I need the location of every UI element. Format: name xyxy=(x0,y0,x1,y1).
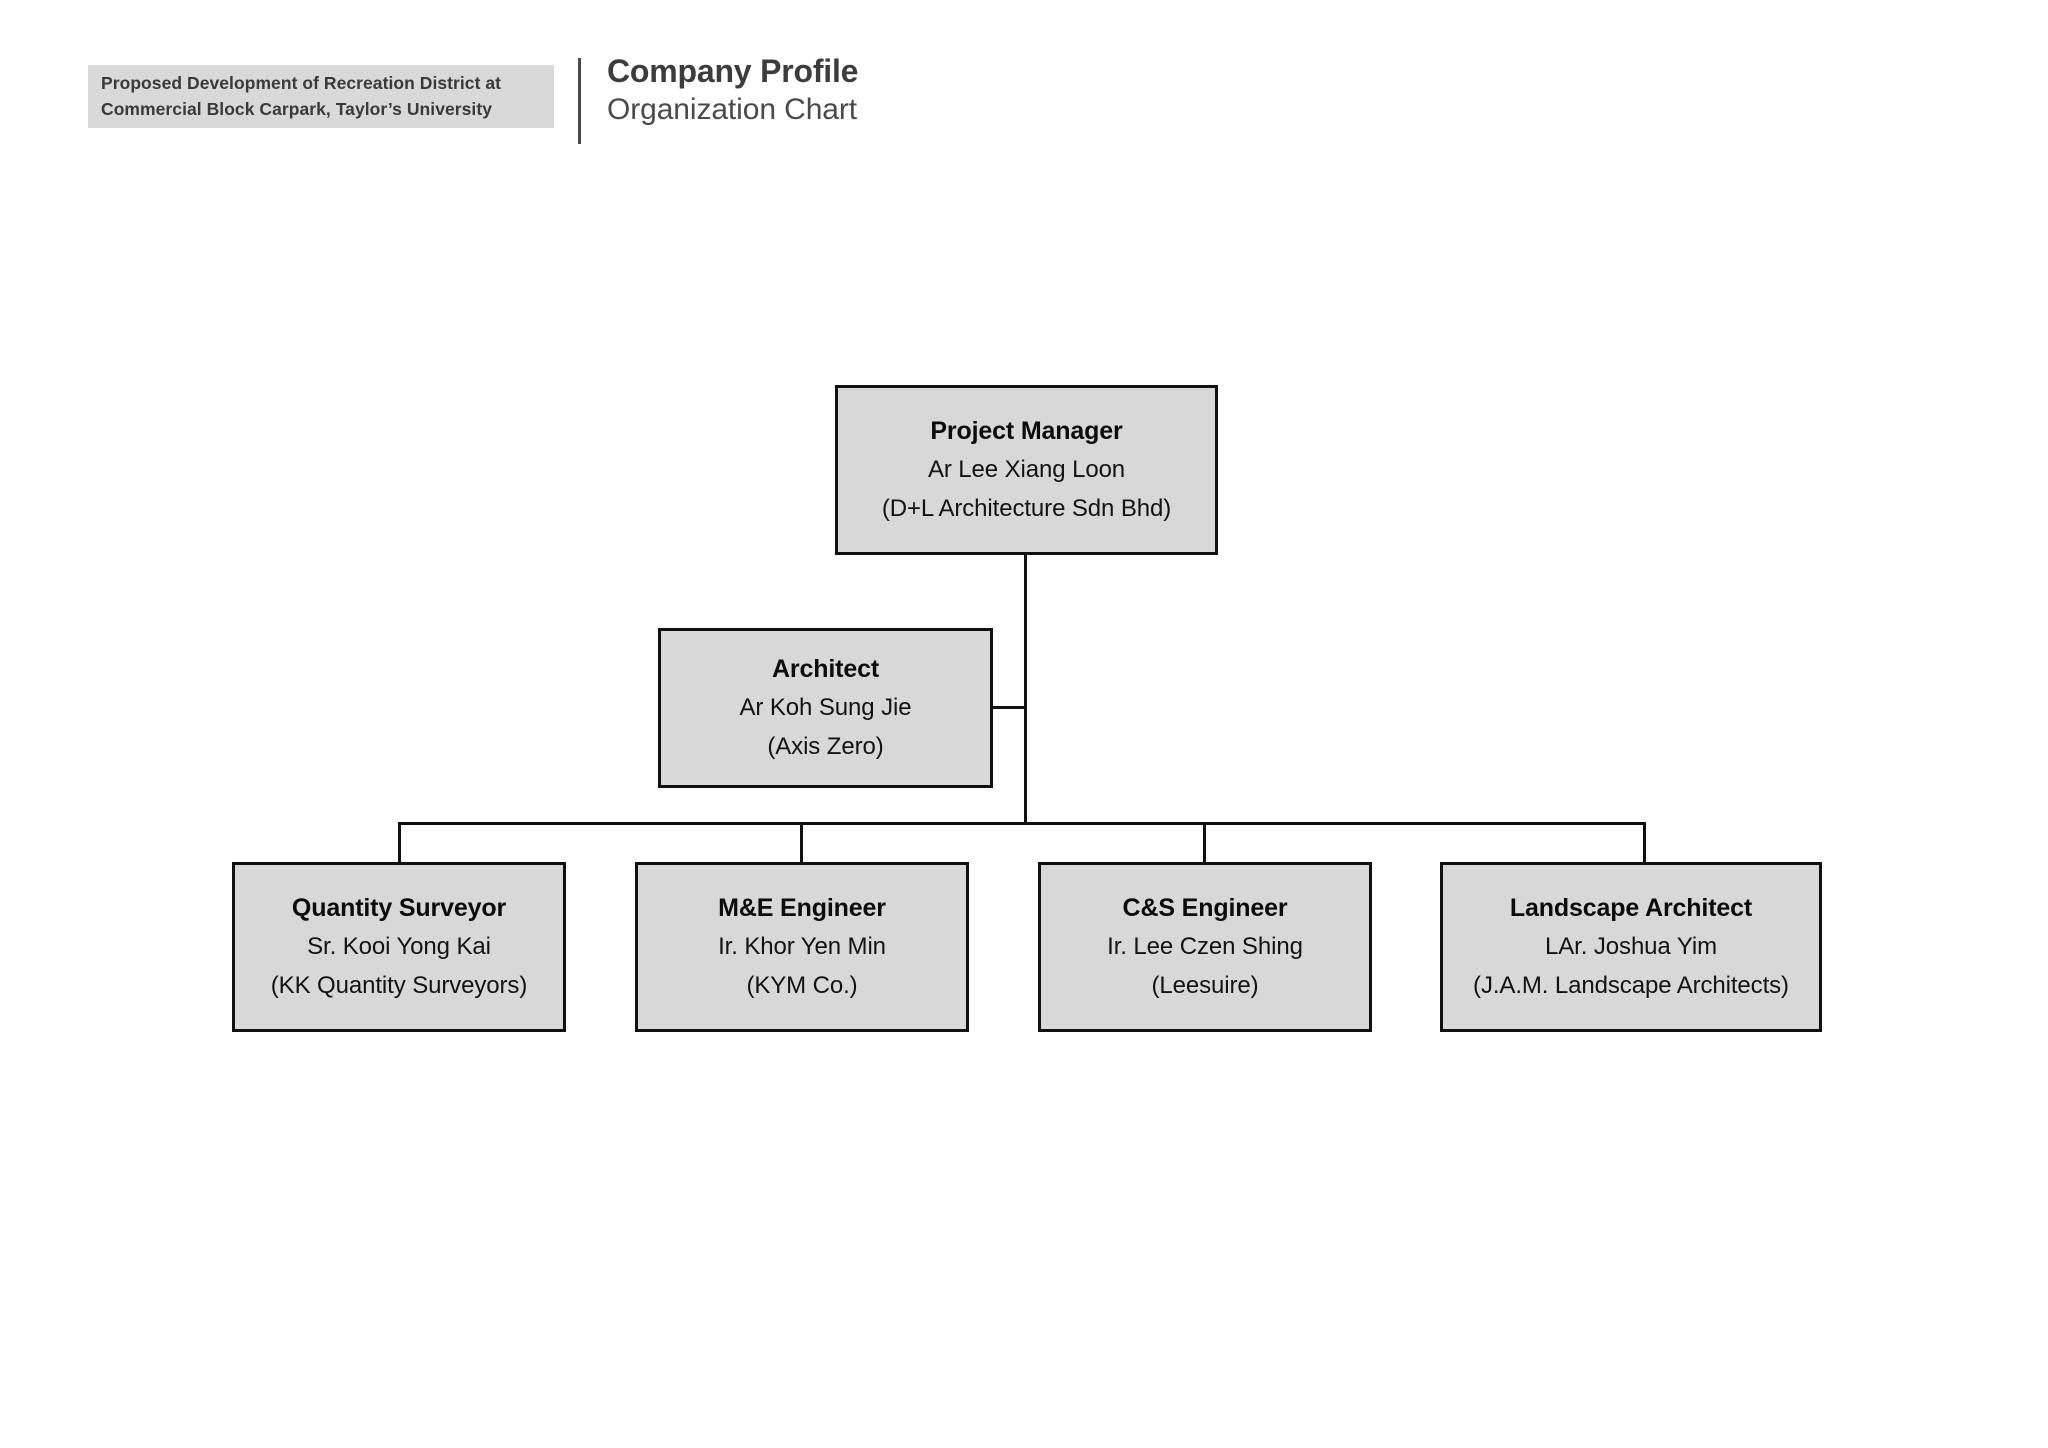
node-quantity-surveyor[interactable]: Quantity Surveyor Sr. Kooi Yong Kai (KK … xyxy=(232,862,566,1032)
node-role: Landscape Architect xyxy=(1509,893,1753,922)
project-title-label: Proposed Development of Recreation Distr… xyxy=(88,65,554,128)
node-company: (KYM Co.) xyxy=(746,971,858,999)
node-role: Project Manager xyxy=(930,416,1123,445)
node-person: Ir. Lee Czen Shing xyxy=(1107,933,1303,961)
node-role: Architect xyxy=(771,654,879,683)
connector-distribution-bar xyxy=(398,822,1646,825)
node-person: Sr. Kooi Yong Kai xyxy=(307,933,491,961)
project-title-line-2: Commercial Block Carpark, Taylor’s Unive… xyxy=(101,98,492,119)
page-header: Proposed Development of Recreation Distr… xyxy=(0,0,2048,170)
header-title-block: Company Profile Organization Chart xyxy=(607,52,858,129)
node-company: (J.A.M. Landscape Architects) xyxy=(1473,971,1789,999)
connector-trunk-project-manager xyxy=(1024,555,1027,824)
node-project-manager[interactable]: Project Manager Ar Lee Xiang Loon (D+L A… xyxy=(835,385,1218,555)
node-company: (Axis Zero) xyxy=(767,732,884,760)
connector-stub-architect xyxy=(991,706,1027,709)
node-person: LAr. Joshua Yim xyxy=(1545,933,1717,961)
project-title-line-1: Proposed Development of Recreation Distr… xyxy=(101,73,502,94)
node-landscape-architect[interactable]: Landscape Architect LAr. Joshua Yim (J.A… xyxy=(1440,862,1822,1032)
node-architect[interactable]: Architect Ar Koh Sung Jie (Axis Zero) xyxy=(658,628,993,788)
node-role: Quantity Surveyor xyxy=(291,893,507,922)
header-divider xyxy=(578,58,581,144)
connector-drop-cs-engineer xyxy=(1203,822,1206,864)
connector-drop-me-engineer xyxy=(800,822,803,864)
node-role: M&E Engineer xyxy=(718,893,886,922)
node-company: (KK Quantity Surveyors) xyxy=(270,971,528,999)
connector-drop-landscape-architect xyxy=(1643,822,1646,864)
connector-drop-quantity-surveyor xyxy=(398,822,401,864)
page-subtitle: Organization Chart xyxy=(607,93,857,127)
node-company: (D+L Architecture Sdn Bhd) xyxy=(881,494,1172,522)
node-me-engineer[interactable]: M&E Engineer Ir. Khor Yen Min (KYM Co.) xyxy=(635,862,969,1032)
node-role: C&S Engineer xyxy=(1122,893,1288,922)
node-person: Ar Koh Sung Jie xyxy=(739,694,912,722)
node-person: Ir. Khor Yen Min xyxy=(718,933,886,961)
node-person: Ar Lee Xiang Loon xyxy=(927,456,1126,484)
node-company: (Leesuire) xyxy=(1151,971,1259,999)
page-title: Company Profile xyxy=(607,53,859,89)
node-cs-engineer[interactable]: C&S Engineer Ir. Lee Czen Shing (Leesuir… xyxy=(1038,862,1372,1032)
